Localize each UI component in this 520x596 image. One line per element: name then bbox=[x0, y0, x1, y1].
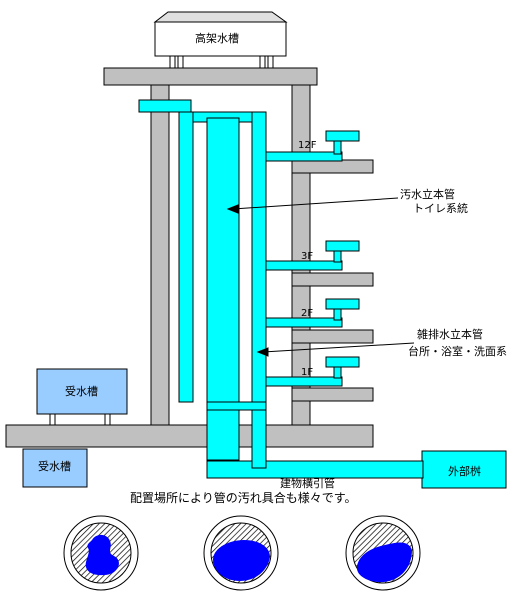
fixture-12f bbox=[333, 139, 342, 155]
soil-stack-arrowhead bbox=[226, 204, 239, 214]
waste-stack-sublabel: 台所・浴室・洗面系 bbox=[408, 345, 507, 358]
fixture-head-12f bbox=[325, 130, 360, 142]
cross-section-2 bbox=[203, 515, 279, 591]
waste-stack-leader bbox=[262, 342, 415, 353]
caption: 配置場所により管の汚れ具合も様々です。 bbox=[130, 491, 357, 505]
building-structure bbox=[5, 67, 374, 448]
floor-slab-12f bbox=[291, 159, 374, 174]
floor-slab-1f bbox=[291, 387, 374, 402]
deposit-2 bbox=[213, 540, 270, 581]
floor-label-1f: 1F bbox=[301, 367, 314, 378]
leader-lines bbox=[226, 197, 415, 357]
branch-2f bbox=[265, 317, 343, 328]
fixture-head-2f bbox=[325, 298, 360, 310]
floor-label-3f: 3F bbox=[301, 251, 314, 262]
receiving-tank-leg bbox=[104, 413, 111, 426]
elevated-tank-leg bbox=[259, 55, 266, 69]
left-column bbox=[150, 84, 170, 426]
elevated-tank-leg bbox=[169, 55, 176, 69]
soil-stack-sublabel: トイレ系統 bbox=[413, 202, 468, 215]
elevated-tank-roof bbox=[153, 11, 288, 23]
receiving-tank-upper bbox=[36, 368, 128, 415]
external-basin-label: 外部桝 bbox=[448, 465, 481, 478]
receiving-tank-lower bbox=[22, 448, 88, 488]
fixture-1f bbox=[333, 365, 342, 379]
floor-slab-2f bbox=[291, 329, 374, 344]
receiving-tank-leg bbox=[49, 413, 56, 426]
fixture-2f bbox=[333, 307, 342, 321]
drain-pipes bbox=[138, 99, 507, 489]
branch-12f bbox=[265, 151, 343, 162]
floor-label-2f: 2F bbox=[301, 308, 314, 319]
waste-stack bbox=[251, 111, 267, 469]
cross-section-3 bbox=[345, 515, 421, 591]
floor-slab-3f bbox=[291, 272, 374, 287]
deposit-1 bbox=[85, 534, 119, 576]
soil-stack-label: 汚水立本管 bbox=[400, 188, 455, 201]
floor-label-12f: 12F bbox=[298, 140, 317, 151]
fixture-head-1f bbox=[325, 356, 360, 368]
elevated-tank-leg bbox=[267, 55, 274, 69]
roof-slab bbox=[103, 67, 318, 86]
building-drain-pipe bbox=[206, 460, 424, 479]
receiving-tanks bbox=[22, 368, 128, 488]
fixture-head-3f bbox=[325, 240, 360, 252]
receiving-tank-upper-label: 受水槽 bbox=[65, 385, 98, 398]
cross-section-1 bbox=[63, 515, 139, 591]
building-drain-label: 建物横引管 bbox=[280, 477, 335, 490]
elevated-tank-label: 高架水槽 bbox=[195, 32, 239, 45]
branch-1f bbox=[265, 376, 343, 387]
receiving-tank-lower-label: 受水槽 bbox=[38, 460, 71, 473]
waste-stack-arrowhead bbox=[256, 347, 269, 357]
branch-3f bbox=[265, 260, 343, 271]
soil-stack bbox=[206, 117, 240, 461]
soil-stack-outer bbox=[178, 111, 194, 403]
stack-foot bbox=[206, 401, 267, 411]
fixture-3f bbox=[333, 249, 342, 263]
deposit-3 bbox=[356, 542, 412, 583]
waste-stack-label: 雑排水立本管 bbox=[417, 328, 483, 341]
elevated-tank-body bbox=[154, 21, 287, 57]
ground-slab bbox=[5, 424, 374, 448]
elevated-tank-leg bbox=[177, 55, 184, 69]
external-basin bbox=[421, 450, 507, 489]
pipe-cross-sections bbox=[63, 515, 421, 591]
elevated-tank bbox=[153, 11, 288, 69]
soil-stack-leader bbox=[232, 197, 399, 210]
